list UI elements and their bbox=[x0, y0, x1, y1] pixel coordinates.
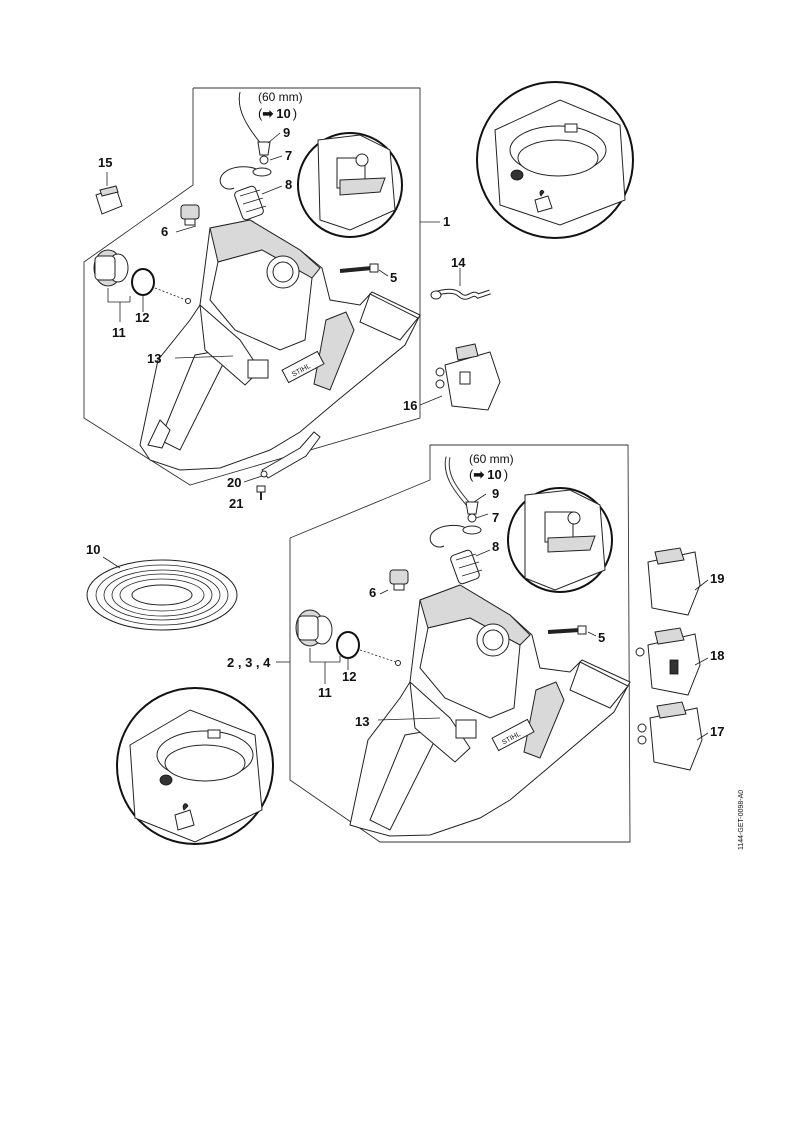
label-14: 14 bbox=[451, 255, 466, 270]
upper-hose-reference-note: (➡10) bbox=[258, 106, 297, 121]
part-20-strip bbox=[260, 431, 321, 479]
label-9-lower: 9 bbox=[492, 486, 499, 501]
lower-connector-part-9 bbox=[465, 501, 479, 523]
upper-detail-circle-bracket bbox=[297, 132, 403, 238]
upper-assembly-frame bbox=[83, 87, 421, 486]
label-17: 17 bbox=[710, 724, 724, 739]
label-20: 20 bbox=[227, 475, 241, 490]
lower-fuel-hose bbox=[445, 456, 470, 505]
lower-filter-part-8 bbox=[450, 549, 483, 585]
lower-cap-part-6 bbox=[389, 569, 409, 591]
upper-connector-part-9 bbox=[257, 141, 271, 165]
upper-tank-housing: STIHL bbox=[139, 219, 421, 471]
part-17-cover bbox=[637, 701, 703, 771]
lower-hose-part-7 bbox=[429, 524, 482, 548]
lower-detail-circle-bracket bbox=[507, 487, 613, 593]
lower-warning-decal bbox=[455, 719, 477, 739]
label-10: 10 bbox=[86, 542, 100, 557]
lower-hose-reference-note: (➡10) bbox=[469, 467, 508, 482]
label-16: 16 bbox=[403, 398, 417, 413]
lower-oring-part-12 bbox=[336, 631, 360, 659]
label-11-lower: 11 bbox=[318, 685, 332, 700]
label-5-upper: 5 bbox=[390, 270, 397, 285]
label-7-upper: 7 bbox=[285, 148, 292, 163]
label-8-upper: 8 bbox=[285, 177, 292, 192]
upper-filter-part-8 bbox=[234, 185, 267, 221]
part-15-cover bbox=[95, 185, 123, 215]
label-2-3-4: 2 , 3 , 4 bbox=[227, 655, 271, 670]
label-7-lower: 7 bbox=[492, 510, 499, 525]
lower-tank-housing: STIHL bbox=[349, 584, 631, 837]
label-9-upper: 9 bbox=[283, 125, 290, 140]
part-18-cover bbox=[635, 627, 701, 696]
lower-hose-length-note: (60 mm) bbox=[469, 452, 514, 466]
lower-pump-part-11 bbox=[295, 609, 333, 647]
lower-detail-circle-tank-opening bbox=[116, 687, 274, 845]
upper-cap-part-6 bbox=[180, 204, 200, 226]
label-18: 18 bbox=[710, 648, 724, 663]
label-6-upper: 6 bbox=[161, 224, 168, 239]
upper-hose-length-note: (60 mm) bbox=[258, 90, 303, 104]
label-6-lower: 6 bbox=[369, 585, 376, 600]
label-12-lower: 12 bbox=[342, 669, 356, 684]
upper-detail-circle-tank-opening bbox=[476, 81, 634, 239]
label-11-upper: 11 bbox=[112, 325, 126, 340]
part-14-hose bbox=[430, 288, 491, 300]
label-1: 1 bbox=[443, 214, 450, 229]
upper-warning-decal bbox=[247, 359, 269, 379]
part-19-cover bbox=[647, 547, 701, 616]
label-15: 15 bbox=[98, 155, 112, 170]
label-13-lower: 13 bbox=[355, 714, 369, 729]
label-21: 21 bbox=[229, 496, 243, 511]
upper-hose-part-7 bbox=[219, 166, 272, 190]
drawing-code: 1144-GET-0098-A0 bbox=[738, 790, 745, 850]
lower-assembly-frame bbox=[289, 444, 631, 843]
part-10-coiled-tube bbox=[86, 559, 238, 631]
upper-pump-part-11 bbox=[93, 249, 129, 287]
upper-oring-part-12 bbox=[131, 268, 155, 296]
label-5-lower: 5 bbox=[598, 630, 605, 645]
part-21-screw bbox=[256, 485, 266, 500]
label-19: 19 bbox=[710, 571, 724, 586]
lower-assembly-group: STIHL bbox=[276, 444, 631, 843]
label-12-upper: 12 bbox=[135, 310, 149, 325]
label-13-upper: 13 bbox=[147, 351, 161, 366]
label-8-lower: 8 bbox=[492, 539, 499, 554]
part-16-side-cover bbox=[435, 343, 501, 411]
upper-assembly-group: STIHL bbox=[83, 87, 440, 486]
lower-bolt-part-5 bbox=[547, 625, 587, 635]
upper-bolt-part-5 bbox=[339, 263, 379, 273]
